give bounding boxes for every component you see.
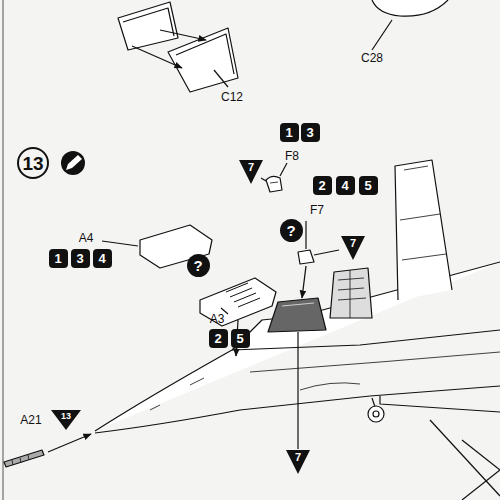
callout-number: 3 xyxy=(76,252,83,265)
part-number: A21 xyxy=(20,414,41,426)
callout-number: 2 xyxy=(318,179,325,192)
callout-number: 2 xyxy=(214,332,221,345)
part-number: C12 xyxy=(221,91,243,103)
part-number: F8 xyxy=(285,150,299,162)
paint-code-box: 5 xyxy=(359,176,378,195)
paint-code-box: 3 xyxy=(71,249,90,268)
callout-number: ? xyxy=(193,258,202,273)
callout-number: 1 xyxy=(54,252,61,265)
callout-number: 4 xyxy=(98,252,105,265)
callout-number: 13 xyxy=(22,154,43,173)
callout-number: 7 xyxy=(350,238,356,249)
paint-code-box: 5 xyxy=(231,329,250,348)
part-number: C28 xyxy=(361,52,383,64)
paint-code-box: 2 xyxy=(209,329,228,348)
reference-triangle: 13 xyxy=(51,410,81,430)
choice-marker: ? xyxy=(280,219,303,242)
paint-code-box: 2 xyxy=(313,176,332,195)
part-number: F7 xyxy=(310,204,324,216)
part-number: A3 xyxy=(210,313,225,325)
callout-number: 5 xyxy=(364,179,371,192)
callout-number: 5 xyxy=(236,332,243,345)
paint-code-box: 4 xyxy=(336,176,355,195)
callout-number: 7 xyxy=(295,452,301,463)
paint-code-box: 4 xyxy=(93,249,112,268)
reference-triangle: 7 xyxy=(239,160,263,184)
step-number: 13 xyxy=(17,147,49,179)
callout-number: 3 xyxy=(306,126,313,139)
paint-code-box: 1 xyxy=(49,249,68,268)
callout-number: 13 xyxy=(61,412,71,421)
callout-number: ? xyxy=(286,223,295,238)
callout-number: 4 xyxy=(341,179,348,192)
reference-triangle: 7 xyxy=(341,236,365,260)
callout-number: 7 xyxy=(248,162,254,173)
callout-number: 1 xyxy=(285,126,292,139)
paint-code-box: 3 xyxy=(301,123,320,142)
choice-marker: ? xyxy=(187,254,210,277)
paint-code-box: 1 xyxy=(280,123,299,142)
reference-triangle: 7 xyxy=(286,450,310,474)
part-number: A4 xyxy=(79,232,94,244)
